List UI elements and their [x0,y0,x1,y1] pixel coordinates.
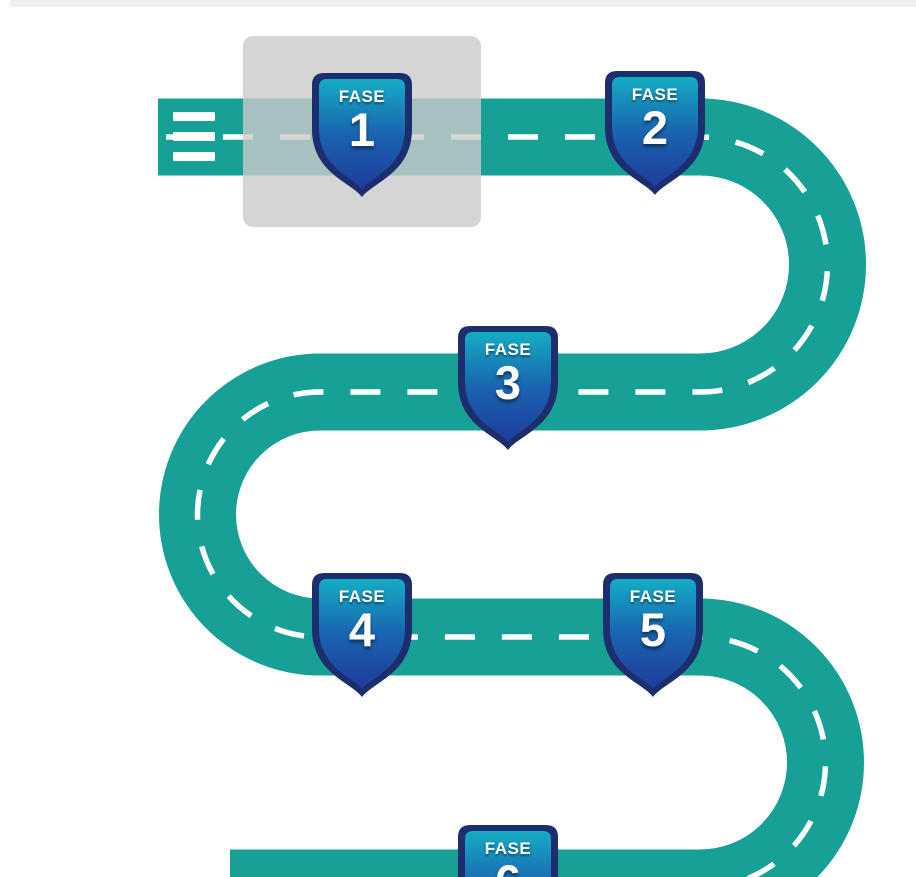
shield-icon [458,326,558,450]
phase-badge-3[interactable]: FASE 3 [448,319,568,451]
phase-badge-4[interactable]: FASE 4 [302,566,422,698]
shield-icon [312,573,412,697]
phase-badge-5[interactable]: FASE 5 [593,566,713,698]
phase-badge-6[interactable]: FASE 6 [448,818,568,877]
phase-badge-2[interactable]: FASE 2 [595,64,715,196]
top-divider-strip [10,0,916,7]
shield-icon [312,73,412,197]
shield-icon [458,825,558,877]
phase-badge-1[interactable]: FASE 1 [302,66,422,198]
road-dash-line [158,134,831,877]
triple-bar-start-icon [173,112,215,161]
shield-icon [603,573,703,697]
road-path [158,98,866,877]
shield-icon [605,71,705,195]
